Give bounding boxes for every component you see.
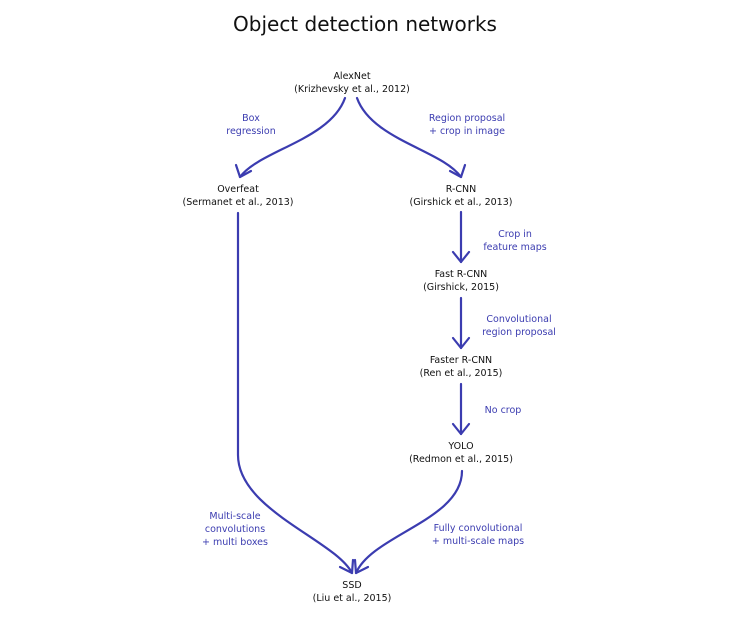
edge-label-line: Fully convolutional (433, 523, 523, 534)
node-faster-rcnn: Faster R-CNN (Ren et al., 2015) (361, 354, 561, 380)
node-name: AlexNet (333, 71, 371, 82)
edge-label-line: Box (242, 113, 260, 124)
edge-label-line: convolutions (204, 524, 266, 535)
node-overfeat: Overfeat (Sermanet et al., 2013) (138, 183, 338, 209)
edge-fast-faster-arrowhead (451, 336, 471, 350)
node-citation: (Krizhevsky et al., 2012) (294, 84, 410, 95)
node-name: Overfeat (217, 184, 259, 195)
node-alexnet: AlexNet (Krizhevsky et al., 2012) (252, 70, 452, 96)
edge-label-overfeat-ssd: Multi-scale convolutions + multi boxes (170, 510, 300, 549)
node-ssd: SSD (Liu et al., 2015) (252, 579, 452, 605)
edge-faster-yolo-arrowhead (451, 422, 471, 436)
node-name: Fast R-CNN (434, 269, 488, 280)
node-citation: (Liu et al., 2015) (312, 593, 392, 604)
edge-rcnn-fast-arrowhead (451, 250, 471, 264)
edge-label-rcnn-fast: Crop in feature maps (450, 228, 580, 254)
edge-alexnet-overfeat (238, 96, 347, 179)
edge-alexnet-rcnn-arrowhead (448, 163, 467, 179)
node-citation: (Girshick, 2015) (423, 282, 499, 293)
edge-label-line: + multi boxes (202, 537, 268, 548)
node-name: Faster R-CNN (429, 355, 493, 366)
node-name: SSD (342, 580, 362, 591)
edge-alexnet-overfeat-arrowhead (234, 163, 253, 179)
node-fast-rcnn: Fast R-CNN (Girshick, 2015) (361, 268, 561, 294)
edge-alexnet-rcnn (355, 96, 463, 179)
node-name: R-CNN (445, 184, 477, 195)
edge-label-line: Multi-scale (209, 511, 261, 522)
edge-label-line: + multi-scale maps (431, 536, 525, 547)
edge-label-line: region proposal (482, 327, 556, 338)
edge-label-fast-faster: Convolutional region proposal (454, 313, 584, 339)
node-yolo: YOLO (Redmon et al., 2015) (361, 440, 561, 466)
edge-label-alexnet-rcnn: Region proposal + crop in image (402, 112, 532, 138)
edge-overfeat-ssd (236, 211, 354, 575)
edge-label-line: regression (226, 126, 276, 137)
edge-label-faster-yolo: No crop (438, 404, 568, 417)
node-citation: (Redmon et al., 2015) (409, 454, 513, 465)
node-citation: (Girshick et al., 2013) (409, 197, 513, 208)
edge-yolo-ssd (354, 469, 464, 575)
edge-label-line: Crop in (498, 229, 532, 240)
edge-label-line: Region proposal (428, 113, 506, 124)
node-citation: (Sermanet et al., 2013) (182, 197, 294, 208)
edge-label-line: + crop in image (428, 126, 506, 137)
edge-label-line: No crop (484, 405, 522, 416)
edge-label-alexnet-overfeat: Box regression (186, 112, 316, 138)
edge-overfeat-ssd-arrowhead (338, 558, 355, 575)
edge-yolo-ssd-arrowhead (353, 558, 370, 575)
node-rcnn: R-CNN (Girshick et al., 2013) (361, 183, 561, 209)
edge-label-yolo-ssd: Fully convolutional + multi-scale maps (413, 522, 543, 548)
diagram-title: Object detection networks (233, 12, 497, 36)
edge-label-line: feature maps (483, 242, 547, 253)
edge-label-line: Convolutional (486, 314, 552, 325)
node-citation: (Ren et al., 2015) (419, 368, 503, 379)
node-name: YOLO (448, 441, 474, 452)
